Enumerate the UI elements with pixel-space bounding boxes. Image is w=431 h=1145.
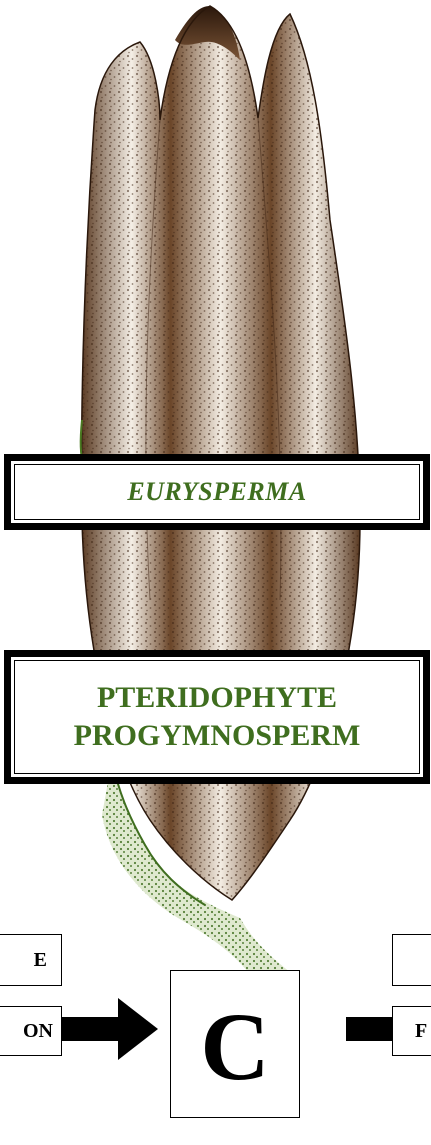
classification-line-1: PTERIDOPHYTE bbox=[74, 679, 361, 717]
right-bottom-text: F bbox=[415, 1020, 427, 1043]
right-top-box bbox=[392, 934, 431, 986]
left-top-box: E bbox=[0, 934, 62, 986]
genus-label-box: EURYSPERMA bbox=[4, 454, 430, 530]
center-box: C bbox=[170, 970, 300, 1118]
left-top-text: E bbox=[34, 949, 47, 972]
classification-text: PTERIDOPHYTE PROGYMNOSPERM bbox=[74, 679, 361, 755]
right-bottom-box: F bbox=[392, 1006, 431, 1056]
classification-line-2: PROGYMNOSPERM bbox=[74, 717, 361, 755]
left-bottom-text: ON bbox=[23, 1020, 53, 1043]
left-bottom-box: ON bbox=[0, 1006, 62, 1056]
genus-name: EURYSPERMA bbox=[127, 477, 306, 507]
classification-label-box: PTERIDOPHYTE PROGYMNOSPERM bbox=[4, 650, 430, 784]
center-letter: C bbox=[200, 999, 269, 1095]
